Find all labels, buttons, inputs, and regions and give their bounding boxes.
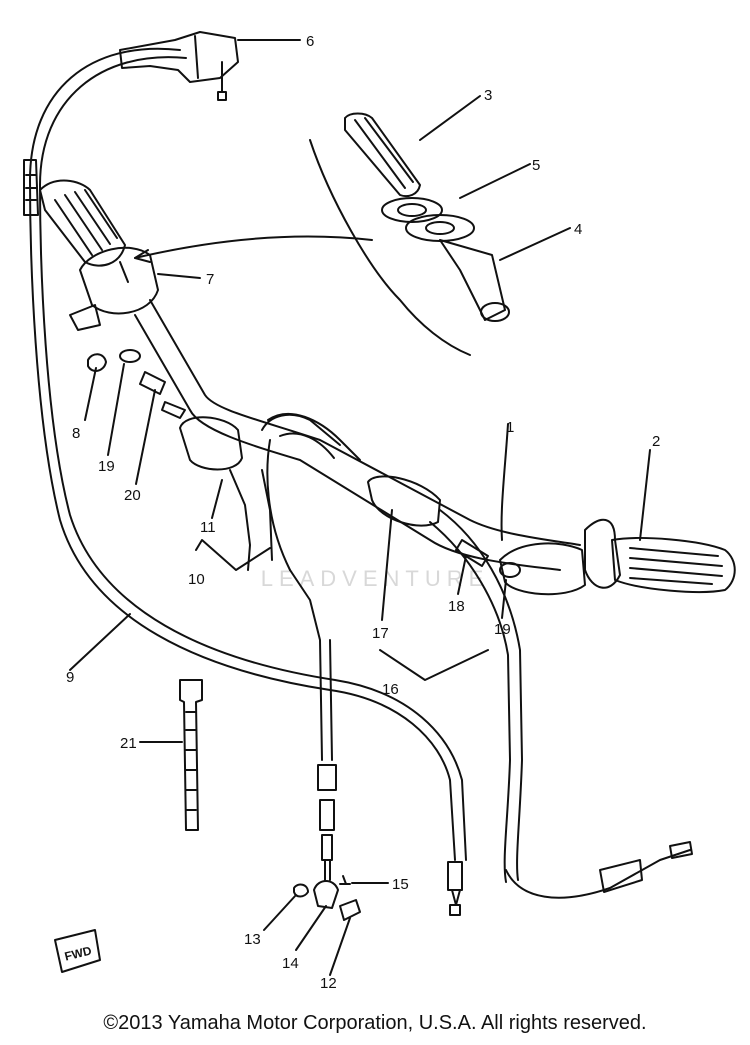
handlebar-tube xyxy=(149,299,581,546)
right-grip xyxy=(584,518,736,593)
tie-strap xyxy=(179,679,203,831)
part-label-17: 17 xyxy=(372,625,389,642)
part-label-21: 21 xyxy=(120,735,137,752)
throttle-housing xyxy=(119,31,239,101)
clutch-lever-holder xyxy=(179,416,273,571)
part-label-3: 3 xyxy=(484,87,492,104)
part-label-14: 14 xyxy=(282,955,299,972)
part-label-9: 9 xyxy=(66,669,74,686)
small-parts-cluster xyxy=(293,875,361,921)
left-grip xyxy=(39,179,126,267)
part-label-6: 6 xyxy=(306,33,314,50)
part-label-20: 20 xyxy=(124,487,141,504)
cable-fittings-bottom xyxy=(317,764,337,881)
fwd-label: FWD xyxy=(63,943,93,963)
part-label-10: 10 xyxy=(188,571,205,588)
fwd-direction-block xyxy=(54,929,101,973)
part-label-16: 16 xyxy=(382,681,399,698)
throttle-cable xyxy=(29,47,456,861)
brake-lever-holder xyxy=(367,475,441,527)
part-label-5: 5 xyxy=(532,157,540,174)
part-label-19-right: 19 xyxy=(494,621,511,638)
part-label-8: 8 xyxy=(72,425,80,442)
left-switch-housing xyxy=(69,246,159,331)
copyright-notice: ©2013 Yamaha Motor Corporation, U.S.A. A… xyxy=(103,1012,647,1034)
watermark: LEADVENTURE xyxy=(260,566,490,591)
brake-cable xyxy=(439,509,523,881)
part-label-2: 2 xyxy=(652,433,660,450)
part-labels: 1 2 3 4 5 6 7 8 9 10 11 12 13 14 15 16 1… xyxy=(63,33,660,992)
part-label-4: 4 xyxy=(574,221,582,238)
right-switch-housing xyxy=(455,539,586,596)
part-label-12: 12 xyxy=(320,975,337,992)
clutch-cable xyxy=(261,413,341,446)
part-label-13: 13 xyxy=(244,931,261,948)
part-label-19-left: 19 xyxy=(98,458,115,475)
part-label-1: 1 xyxy=(506,419,514,436)
grip-inset xyxy=(309,112,510,356)
part-label-18: 18 xyxy=(448,598,465,615)
part-label-11: 11 xyxy=(200,519,216,536)
left-adjuster-parts xyxy=(87,349,186,419)
part-label-7: 7 xyxy=(206,271,214,288)
part-label-15: 15 xyxy=(392,876,409,893)
